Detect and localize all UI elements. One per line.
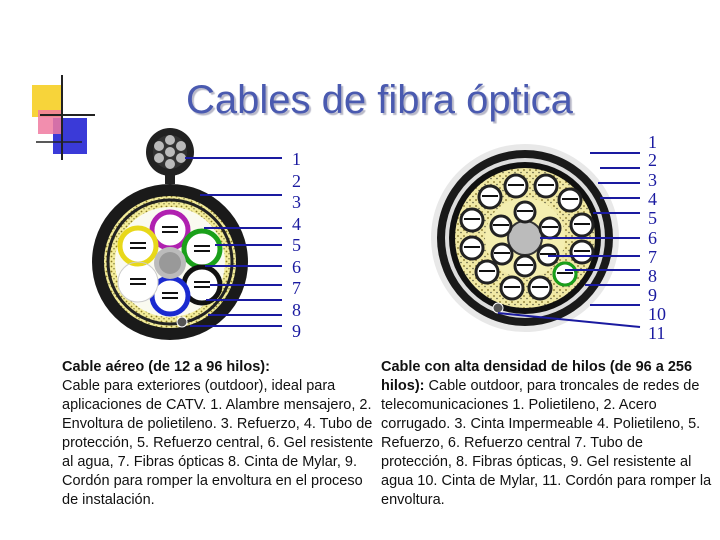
hd-label-6: 6 [648,228,657,248]
aerial-label-5: 5 [292,235,301,255]
high-density-cable-diagram [431,144,641,332]
hd-label-7: 7 [648,247,657,267]
hd-caption-heading: Cable con alta densidad de hilos (de 96 … [381,359,693,394]
hd-label-2: 2 [648,150,657,170]
aerial-label-1: 1 [292,149,301,169]
hd-cable-caption: Cable con alta densidad de hilos (de 96 … [381,358,716,510]
hd-label-9: 9 [648,285,657,305]
aerial-label-3: 3 [292,192,301,212]
aerial-label-8: 8 [292,300,301,320]
hd-label-8: 8 [648,266,657,286]
aerial-caption-heading: Cable aéreo (de 12 a 96 hilos): [62,359,270,375]
aerial-label-7: 7 [292,278,301,298]
hd-label-11: 11 [648,323,666,343]
aerial-cable-diagram [92,128,282,340]
hd-label-4: 4 [648,189,657,209]
aerial-label-4: 4 [292,214,301,234]
corner-decoration [32,75,95,160]
aerial-cable-caption: Cable aéreo (de 12 a 96 hilos): Cable pa… [62,358,382,510]
hd-caption-body: Cable outdoor, para troncales de redes d… [381,378,712,508]
hd-label-3: 3 [648,170,657,190]
hd-label-10: 10 [648,304,666,324]
aerial-label-2: 2 [292,171,301,191]
aerial-label-6: 6 [292,257,301,277]
aerial-label-9: 9 [292,321,301,341]
slide-title: Cables de fibra óptica [186,78,573,122]
hd-label-1: 1 [648,132,657,152]
hd-label-5: 5 [648,208,657,228]
aerial-caption-body: Cable para exteriores (outdoor), ideal p… [62,378,374,508]
